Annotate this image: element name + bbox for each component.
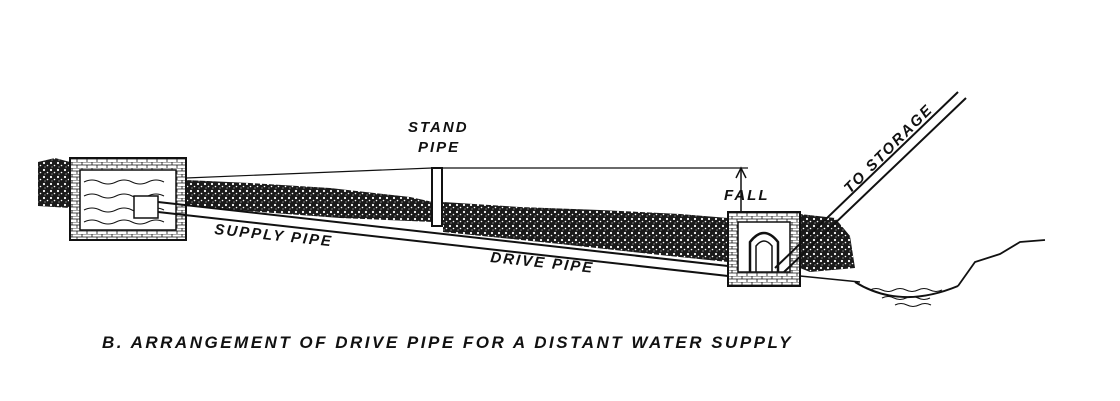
stand-pipe-label-line2: PIPE (418, 139, 460, 156)
supply-tank (69, 157, 187, 241)
water-level-line (185, 167, 433, 179)
fall-label: FALL (724, 187, 770, 204)
ground-fill (186, 180, 433, 222)
ram-housing (727, 211, 801, 287)
ground-fill-right (443, 202, 728, 262)
stand-pipe-label-line1: STAND (408, 119, 469, 136)
drive-pipe (157, 201, 729, 277)
to-storage-label: TO STORAGE (841, 101, 937, 197)
stand-pipe (431, 167, 443, 227)
fall-arrow (735, 166, 747, 212)
left-ground (38, 158, 70, 208)
waste-pipe (799, 275, 861, 283)
delivery-pipe (774, 91, 967, 273)
ground-near-ram (800, 214, 855, 272)
figure-caption: B. ARRANGEMENT OF DRIVE PIPE FOR A DISTA… (102, 333, 793, 352)
outlet-pond (854, 239, 1046, 307)
drive-pipe-label: DRIVE PIPE (490, 249, 595, 277)
